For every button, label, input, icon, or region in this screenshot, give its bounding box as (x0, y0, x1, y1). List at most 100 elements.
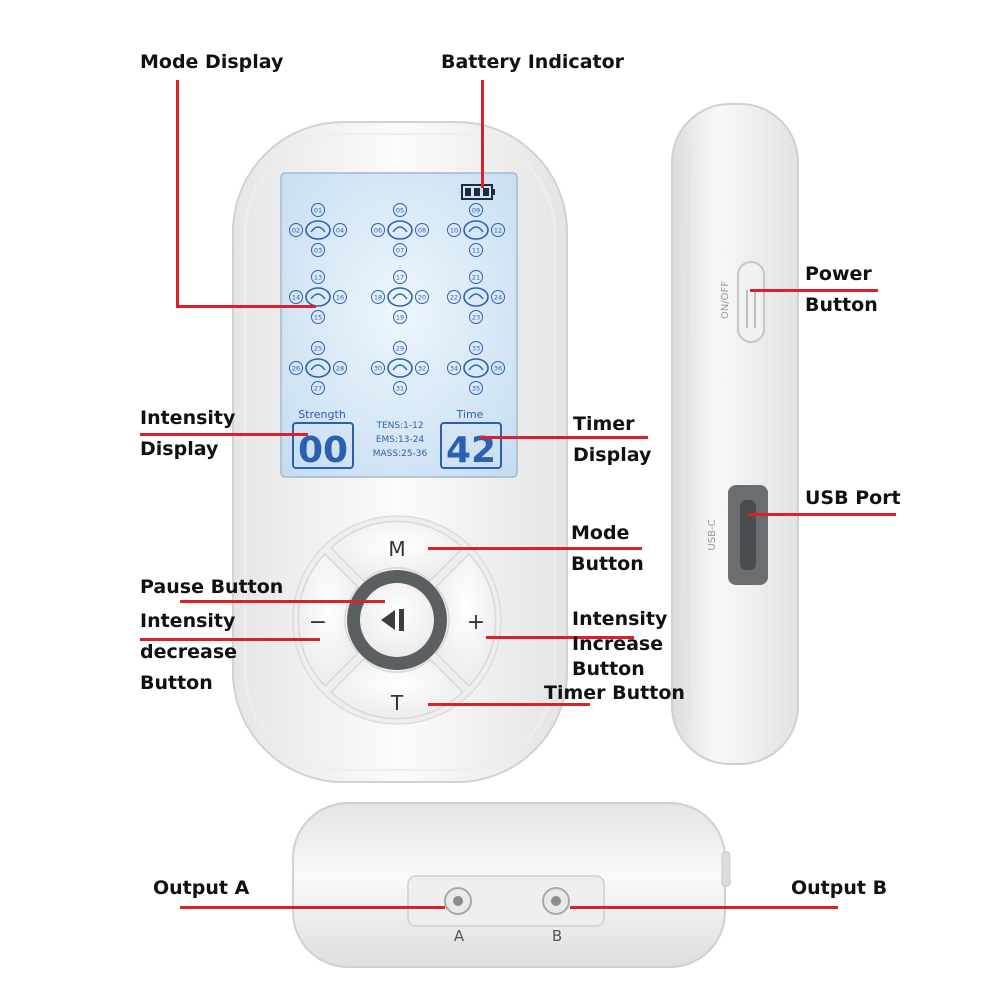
mode-number-bubble (415, 361, 429, 375)
mode-number: 27 (314, 385, 322, 393)
mode-number: 07 (396, 247, 404, 255)
mode-number-bubble (311, 310, 325, 324)
mode-number: 36 (494, 365, 502, 373)
mode-number: 08 (418, 227, 426, 235)
mode-number-bubble (311, 381, 325, 395)
mode-number: 24 (494, 294, 502, 302)
intensity-increase-button[interactable]: + (434, 552, 497, 688)
strength-label: Strength (298, 408, 346, 421)
mode-number-bubble (289, 223, 303, 237)
mode-number: 28 (336, 365, 344, 373)
mode-icon-detail (310, 364, 326, 371)
mode-number: 20 (418, 294, 426, 302)
timer-button-label: Timer Button (544, 682, 685, 704)
lcd-screen: 0102030405060708091011121314151617181920… (280, 172, 518, 478)
mode-button[interactable]: M (329, 520, 465, 583)
power-switch[interactable] (737, 261, 765, 343)
mode-number-bubble (393, 243, 407, 257)
mode-button-label: Mode Button (571, 518, 644, 580)
mode-number: 10 (450, 227, 458, 235)
strength-readout: 00 (298, 430, 348, 471)
strength-readout-frame (292, 422, 354, 469)
mode-icon-detail (468, 364, 484, 371)
front-view: 0102030405060708091011121314151617181920… (232, 121, 568, 783)
mode-number-bubble (469, 310, 483, 324)
mode-number-bubble (491, 290, 505, 304)
mode-number-bubble (333, 290, 347, 304)
mode-number-bubble (469, 203, 483, 217)
intensity-increase-label-line-3: Button (572, 658, 645, 680)
timer-display-label-line-2: Display (573, 444, 652, 466)
mode-number-bubble (311, 341, 325, 355)
mode-number: 06 (374, 227, 382, 235)
pause-button-label: Pause Button (140, 576, 284, 598)
mode-number-bubble (371, 361, 385, 375)
mode-button-label-line-1: Mode (571, 522, 630, 544)
intensity-display-label-line-2: Display (140, 438, 219, 460)
side-housing (671, 103, 799, 765)
mode-number-bubble (333, 361, 347, 375)
usb-c-port[interactable] (728, 485, 768, 585)
mode-icon-detail (392, 226, 408, 233)
mode-number-bubble (371, 223, 385, 237)
jack-a-label: A (454, 927, 465, 945)
usb-port-label: USB Port (805, 487, 901, 509)
intensity-display-label-line-1: Intensity (140, 407, 236, 429)
mode-number-bubble (469, 270, 483, 284)
timer-readout-frame (440, 422, 502, 469)
keypad: M T − + (292, 515, 502, 725)
mode-number-bubble (393, 310, 407, 324)
mode-button-label: M (388, 537, 405, 561)
minus-label: − (309, 610, 327, 635)
massage-mode-icon (387, 287, 413, 307)
mode-number-bubble (447, 361, 461, 375)
intensity-decrease-button[interactable]: − (297, 552, 360, 688)
mode-display-label: Mode Display (140, 51, 284, 73)
mode-number: 01 (314, 207, 322, 215)
jack-b-label: B (552, 927, 562, 945)
intensity-decrease-label: Intensity decrease Button (140, 606, 237, 699)
output-b-jack[interactable] (542, 887, 570, 915)
mode-number: 18 (374, 294, 382, 302)
power-button-label: Power Button (805, 259, 878, 321)
power-button-label-line-1: Power (805, 263, 872, 285)
massage-mode-icon (387, 358, 413, 378)
mode-number: 29 (396, 345, 404, 353)
mode-number-bubble (393, 341, 407, 355)
mode-icon-detail (468, 293, 484, 300)
mode-number: 22 (450, 294, 458, 302)
intensity-decrease-label-line-2: decrease (140, 641, 238, 663)
mode-number: 17 (396, 274, 404, 282)
mode-icon-detail (468, 226, 484, 233)
mode-number: 35 (472, 385, 480, 393)
output-a-jack[interactable] (444, 887, 472, 915)
mode-cell: 05 06 07 08 (371, 203, 429, 257)
timer-display-label: Timer Display (573, 409, 651, 471)
mode-number: 02 (292, 227, 300, 235)
mode-number-bubble (415, 290, 429, 304)
mode-number: 15 (314, 314, 322, 322)
mode-number-bubble (491, 223, 505, 237)
timer-button-label: T (390, 691, 404, 715)
mode-number-bubble (393, 203, 407, 217)
mode-icon-detail (392, 364, 408, 371)
mode-number: 25 (314, 345, 322, 353)
mode-number: 05 (396, 207, 404, 215)
mode-number: 16 (336, 294, 344, 302)
intensity-display-label: Intensity Display (140, 403, 235, 465)
mode-icon-grid: 0102030405060708091011121314151617181920… (289, 203, 505, 395)
massage-mode-icon (463, 287, 489, 307)
battery-icon (461, 184, 495, 200)
timer-display-label-line-1: Timer (573, 413, 635, 435)
mode-number: 12 (494, 227, 502, 235)
intensity-increase-label-line-1: Intensity (572, 608, 668, 630)
pause-button[interactable] (347, 570, 447, 670)
mode-number: 32 (418, 365, 426, 373)
mode-number: 26 (292, 365, 300, 373)
switch-label: ON/OFF (720, 281, 731, 319)
